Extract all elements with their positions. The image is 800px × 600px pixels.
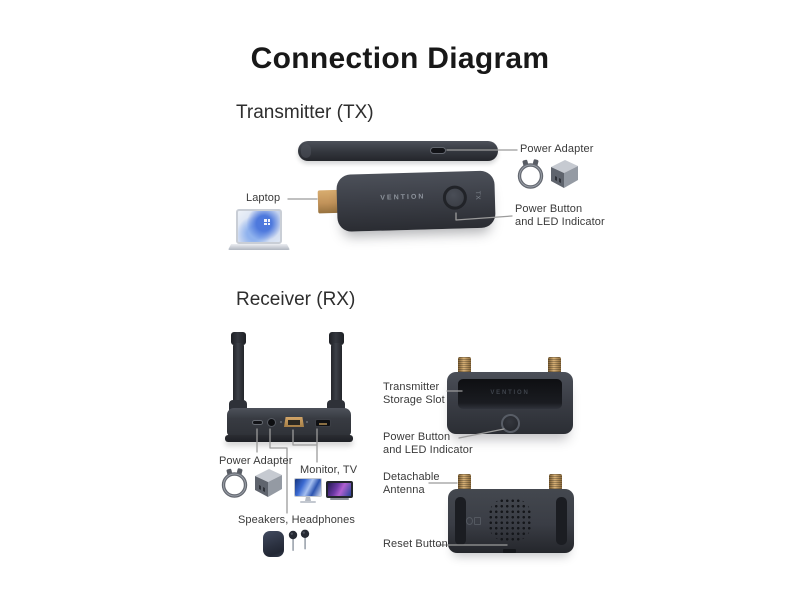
tx-power-button-label: Power Button and LED Indicator — [515, 203, 605, 228]
antenna-connector-icon — [549, 474, 562, 490]
laptop-icon — [228, 207, 290, 252]
tv-icon — [326, 481, 354, 502]
tx-power-adapter-label: Power Adapter — [520, 143, 594, 155]
detachable-antenna-label: Detachable Antenna — [383, 471, 440, 496]
cable-coil-icon — [517, 159, 544, 189]
speaker-icon — [263, 531, 284, 557]
rx-power-button-icon — [501, 414, 520, 433]
reset-button-label: Reset Button — [383, 538, 448, 550]
rx-power-button-label: Power Button and LED Indicator — [383, 431, 473, 456]
speakers-headphones-label: Speakers, Headphones — [238, 514, 355, 526]
antenna-connector-icon — [458, 474, 471, 490]
usb-c-port-icon — [252, 420, 263, 425]
vention-logo: VENTION — [490, 390, 530, 396]
windows-logo-icon — [264, 219, 270, 225]
speaker-grille-icon — [487, 497, 533, 543]
storage-slot-label: Transmitter Storage Slot — [383, 381, 445, 406]
tx-marking: TX — [473, 190, 482, 201]
rx-bottom-view — [448, 472, 574, 560]
right-antenna-tip — [329, 332, 344, 345]
vga-port-icon — [280, 416, 308, 428]
rubber-foot — [455, 497, 466, 545]
laptop-screen — [236, 209, 282, 244]
usb-c-port-icon — [430, 147, 446, 154]
monitor-tv-label: Monitor, TV — [300, 464, 358, 476]
rx-device-base — [225, 435, 353, 442]
power-brick-icon — [255, 469, 282, 497]
rx-top-view: VENTION — [447, 355, 573, 435]
rx-power-adapter-label: Power Adapter — [219, 455, 293, 467]
tx-side-endcap — [301, 144, 311, 158]
antenna-connector-icon — [548, 357, 561, 375]
antenna-connector-icon — [458, 357, 471, 375]
rx-section-label: Receiver (RX) — [236, 289, 356, 310]
laptop-base — [228, 244, 290, 250]
tx-section-label: Transmitter (TX) — [236, 102, 374, 123]
left-antenna-tip — [231, 332, 246, 345]
monitor-icon — [293, 478, 323, 505]
tx-device-body — [336, 170, 496, 232]
cable-coil-icon — [221, 468, 248, 498]
left-antenna-icon — [233, 343, 244, 413]
reset-button-notch — [503, 549, 516, 553]
hdmi-port-icon — [315, 419, 331, 427]
rubber-foot — [556, 497, 567, 545]
tx-top-view: VENTION TX — [314, 168, 498, 235]
power-brick-icon — [551, 160, 578, 188]
audio-jack-port-icon — [267, 418, 276, 427]
page-title: Connection Diagram — [250, 42, 550, 75]
rx-back-view — [225, 330, 355, 445]
transmitter-storage-slot: VENTION — [458, 379, 562, 409]
earbuds-icon — [288, 529, 310, 551]
right-antenna-icon — [331, 343, 342, 413]
certification-marks — [466, 516, 482, 525]
laptop-label: Laptop — [246, 192, 281, 204]
tx-side-view — [298, 141, 498, 161]
